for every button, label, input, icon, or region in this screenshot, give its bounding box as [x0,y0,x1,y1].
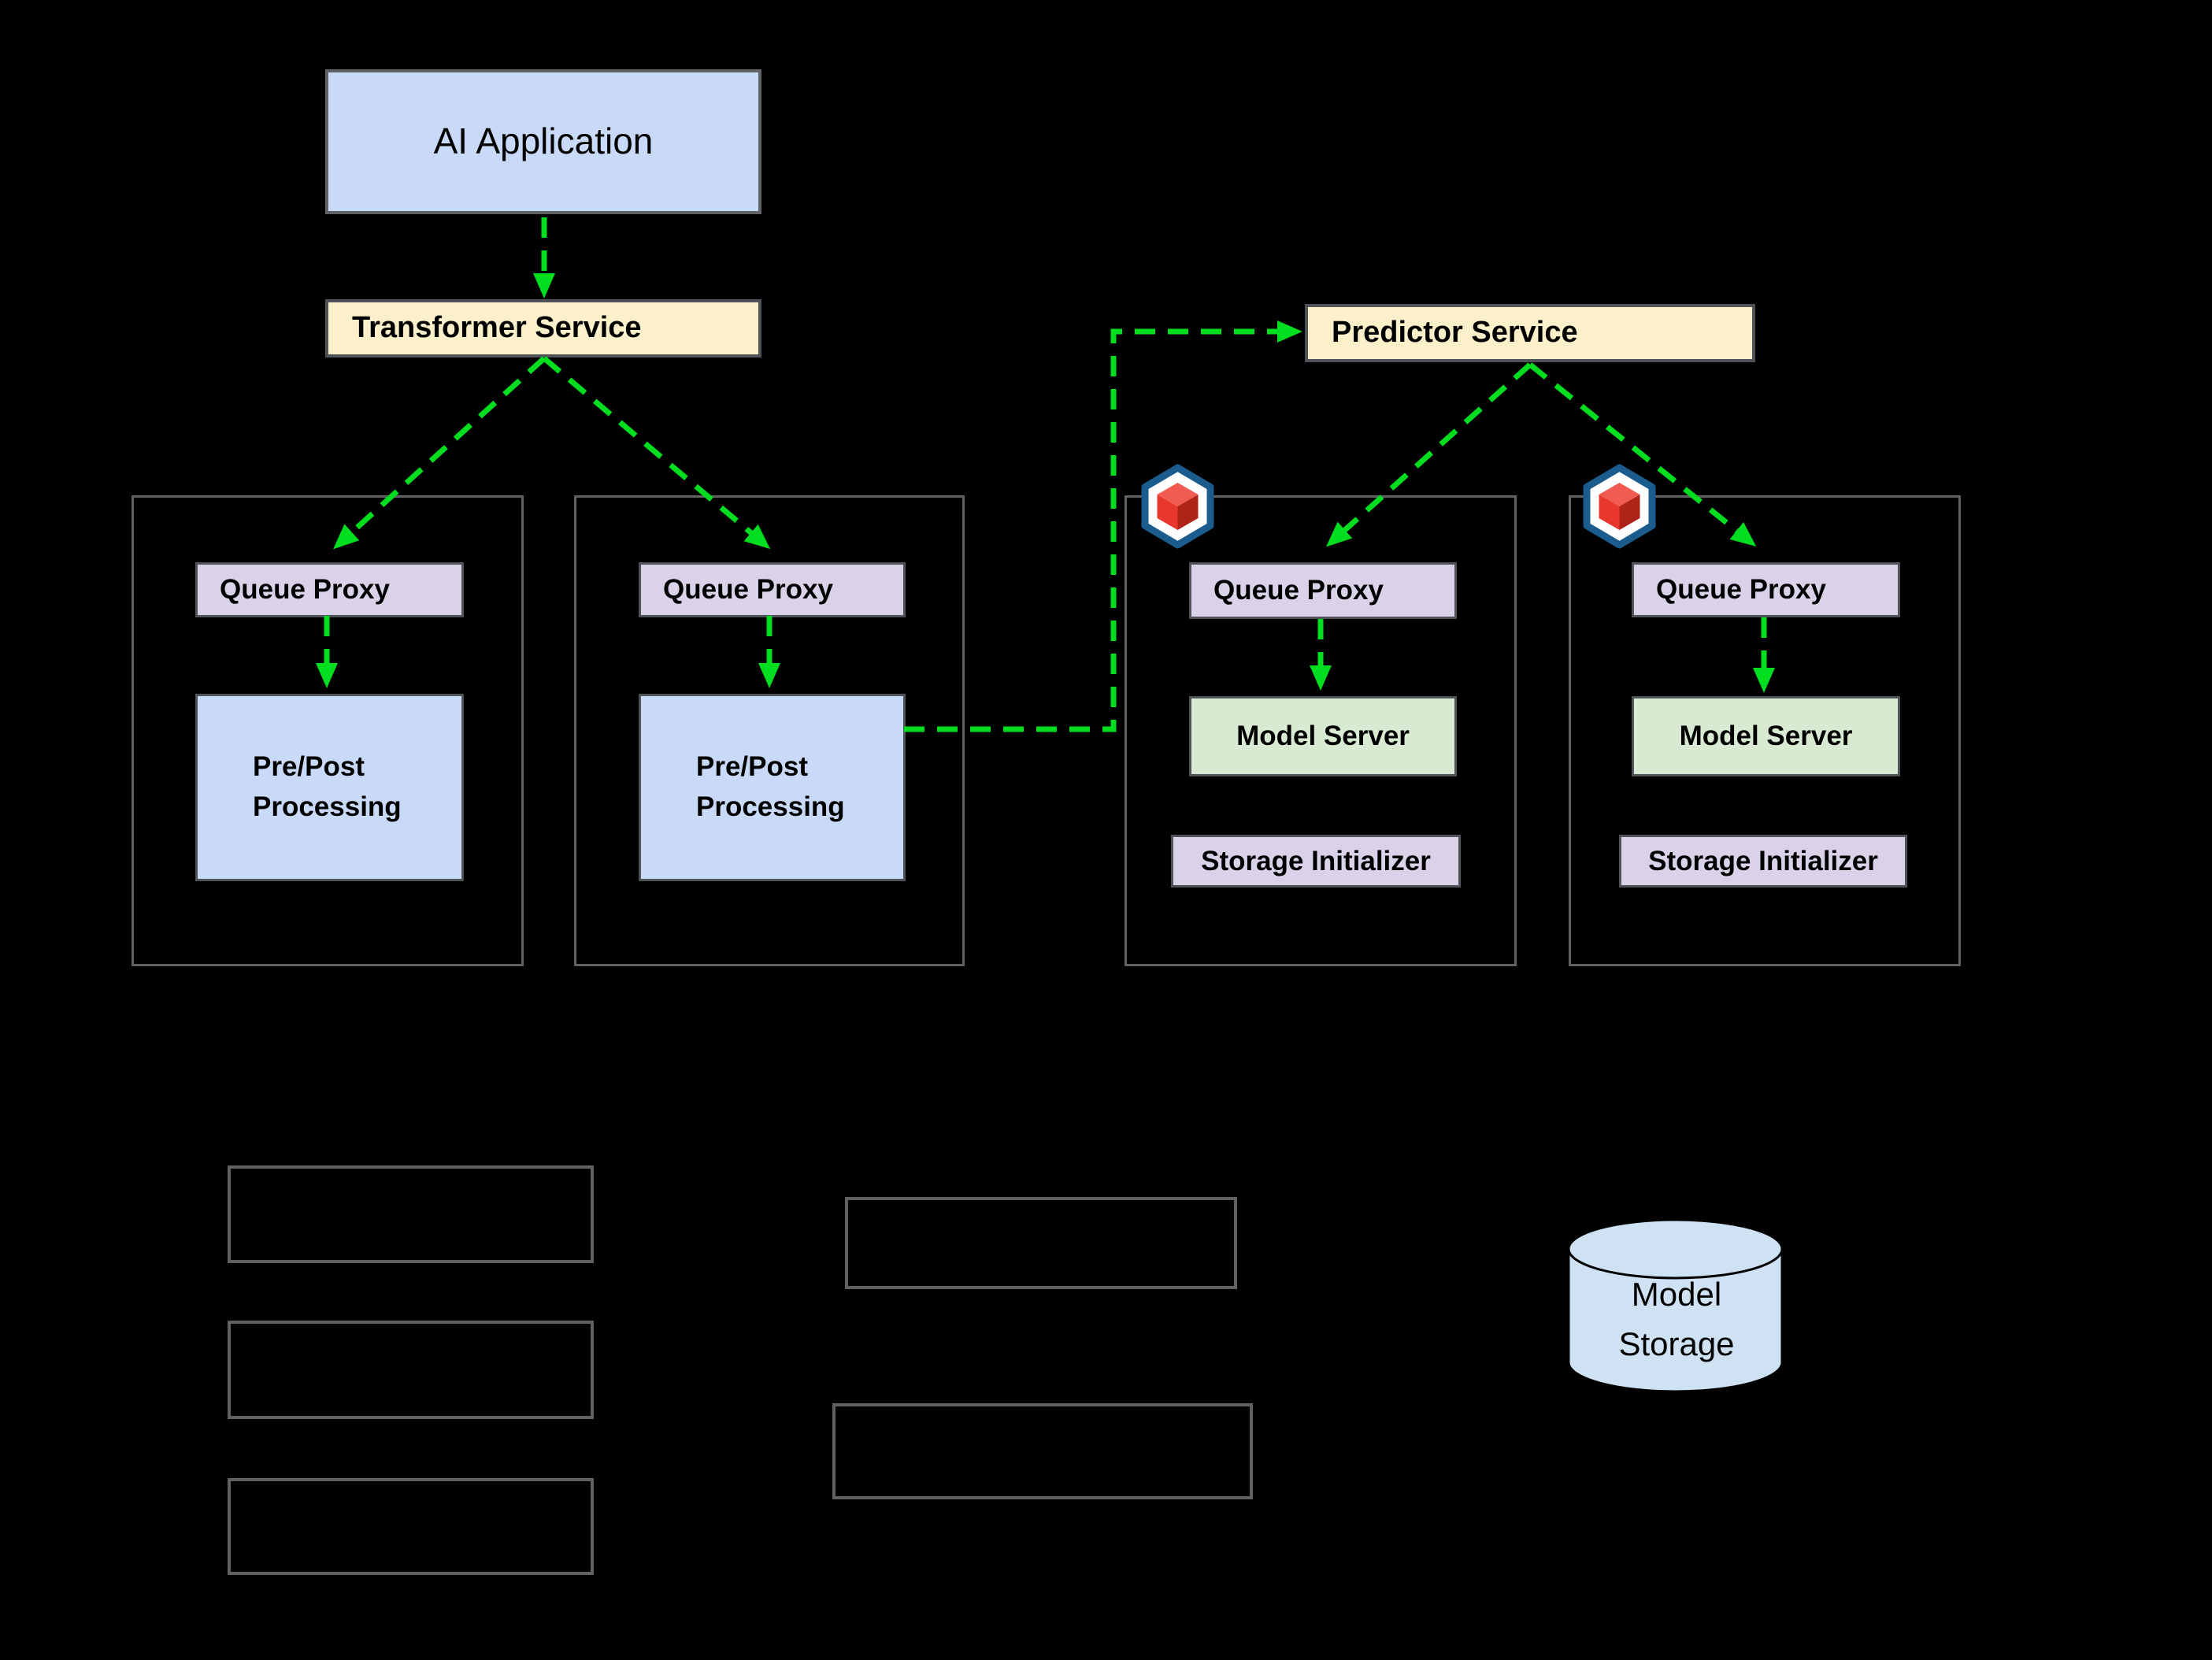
queue-proxy-box: Queue Proxy [1632,562,1900,617]
storage-initializer-label: Storage Initializer [1648,845,1878,876]
model-server-label: Model Server [1236,721,1410,751]
pre-post-processing-label: Pre/Post Processing [696,751,845,822]
transformer-pod-2: Queue Proxy Pre/Post Processing [574,495,965,966]
model-server-box: Model Server [1189,696,1457,776]
transformer-service-node: Transformer Service [325,299,761,358]
storage-initializer-label: Storage Initializer [1201,845,1431,876]
red-cube-hexagon-icon [1583,464,1656,549]
cylinder-top [1567,1218,1784,1280]
model-storage-cylinder [1567,1218,1784,1393]
queue-proxy-label: Queue Proxy [1656,574,1826,605]
queue-proxy-label: Queue Proxy [220,574,390,605]
model-storage-label: Model Storage [1618,1276,1735,1362]
legend-outline-box-left-3 [228,1478,594,1575]
storage-initializer-box: Storage Initializer [1619,835,1907,887]
legend-outline-box-left-1 [228,1165,594,1263]
queue-proxy-box: Queue Proxy [639,562,906,617]
legend-outline-box-middle-2 [832,1403,1253,1499]
legend-outline-box-left-2 [228,1321,594,1419]
ai-application-label: AI Application [433,120,654,162]
predictor-pod-2: Queue Proxy Model Server Storage Initial… [1569,495,1961,966]
queue-proxy-label: Queue Proxy [663,574,833,605]
legend-outline-box-middle-1 [845,1197,1237,1289]
predictor-pod-1: Queue Proxy Model Server Storage Initial… [1125,495,1517,966]
red-cube-hexagon-icon [1141,464,1214,549]
transformer-service-label: Transformer Service [352,311,642,345]
model-server-label: Model Server [1679,721,1853,751]
pre-post-processing-box: Pre/Post Processing [639,694,906,881]
queue-proxy-box: Queue Proxy [195,562,464,617]
pre-post-processing-box: Pre/Post Processing [195,694,464,881]
queue-proxy-box: Queue Proxy [1189,562,1457,619]
storage-initializer-box: Storage Initializer [1171,835,1461,887]
predictor-service-label: Predictor Service [1332,316,1578,350]
queue-proxy-label: Queue Proxy [1213,575,1384,606]
transformer-pod-1: Queue Proxy Pre/Post Processing [132,495,524,966]
pre-post-processing-label: Pre/Post Processing [253,751,402,822]
predictor-service-node: Predictor Service [1305,304,1755,362]
model-server-box: Model Server [1632,696,1900,776]
ai-application-node: AI Application [325,69,761,214]
